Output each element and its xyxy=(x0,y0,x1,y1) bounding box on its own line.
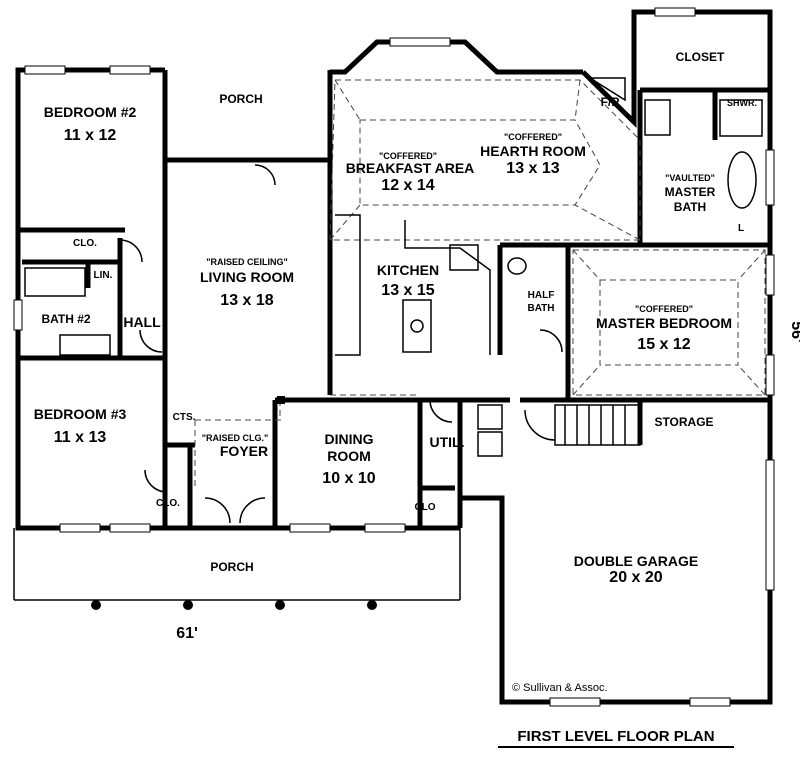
storage-label: STORAGE xyxy=(654,415,713,429)
lin-label: LIN. xyxy=(94,270,113,281)
living-note: "RAISED CEILING" xyxy=(206,257,288,267)
ceiling-outlines xyxy=(194,79,766,490)
half-bath-name: HALF xyxy=(528,290,555,301)
windows xyxy=(13,7,775,707)
hall-label: HALL xyxy=(123,314,161,330)
clo-dining-label: CLO xyxy=(414,502,435,513)
fixtures xyxy=(24,77,763,524)
closet-label: CLOSET xyxy=(676,50,725,64)
bedroom3-size: 11 x 13 xyxy=(54,429,107,446)
dining-size: 10 x 10 xyxy=(322,470,375,487)
copyright: © Sullivan & Assoc. xyxy=(512,682,608,694)
breakfast-size: 12 x 14 xyxy=(381,177,434,194)
hearth-size: 13 x 13 xyxy=(506,160,559,177)
util-label: UTIL. xyxy=(430,434,465,450)
foyer-name: FOYER xyxy=(220,443,268,459)
hearth-name: HEARTH ROOM xyxy=(480,143,586,159)
dining-name: DINING xyxy=(325,431,374,447)
bedroom2-size: 11 x 12 xyxy=(64,127,117,144)
shwr-label: SHWR. xyxy=(727,98,757,108)
living-size: 13 x 18 xyxy=(220,292,273,309)
cts-label: CTS. xyxy=(173,412,196,423)
porch-front-name: PORCH xyxy=(210,560,253,574)
master-bath-name2: BATH xyxy=(674,200,706,214)
porch-post xyxy=(275,600,285,610)
porch-post xyxy=(91,600,101,610)
hearth-note: "COFFERED" xyxy=(504,132,562,142)
width-dimension: 61' xyxy=(176,625,198,642)
porch-post xyxy=(183,600,193,610)
bath2-label: BATH #2 xyxy=(41,312,90,326)
interior-walls xyxy=(18,70,770,528)
breakfast-note: "COFFERED" xyxy=(379,151,437,161)
living-name: LIVING ROOM xyxy=(200,269,294,285)
master-bath-note: "VAULTED" xyxy=(665,173,715,183)
garage-size: 20 x 20 xyxy=(609,569,662,586)
garage-name: DOUBLE GARAGE xyxy=(574,553,698,569)
kitchen-name: KITCHEN xyxy=(377,262,439,278)
clo-bed3-label: CLO. xyxy=(156,498,180,509)
bedroom2-name: BEDROOM #2 xyxy=(44,104,137,120)
porch-top-name: PORCH xyxy=(219,92,262,106)
master-bed-name: MASTER BEDROOM xyxy=(596,315,732,331)
depth-dimension: 56' xyxy=(788,321,800,343)
half-bath-name2: BATH xyxy=(527,303,554,314)
foyer-note: "RAISED CLG." xyxy=(202,433,269,443)
l-label: L xyxy=(738,223,744,234)
bedroom3-name: BEDROOM #3 xyxy=(34,406,127,422)
master-bath-name: MASTER xyxy=(665,185,716,199)
dining-name2: ROOM xyxy=(327,448,371,464)
clo-top-label: CLO. xyxy=(73,238,97,249)
kitchen-size: 13 x 15 xyxy=(381,282,434,299)
master-bed-size: 15 x 12 xyxy=(637,336,690,353)
master-bed-note: "COFFERED" xyxy=(635,304,693,314)
porch-post xyxy=(367,600,377,610)
fp-label: F/P xyxy=(601,95,620,109)
plan-title: FIRST LEVEL FLOOR PLAN xyxy=(517,728,714,745)
breakfast-name: BREAKFAST AREA xyxy=(346,160,475,176)
porch-posts xyxy=(13,396,461,610)
